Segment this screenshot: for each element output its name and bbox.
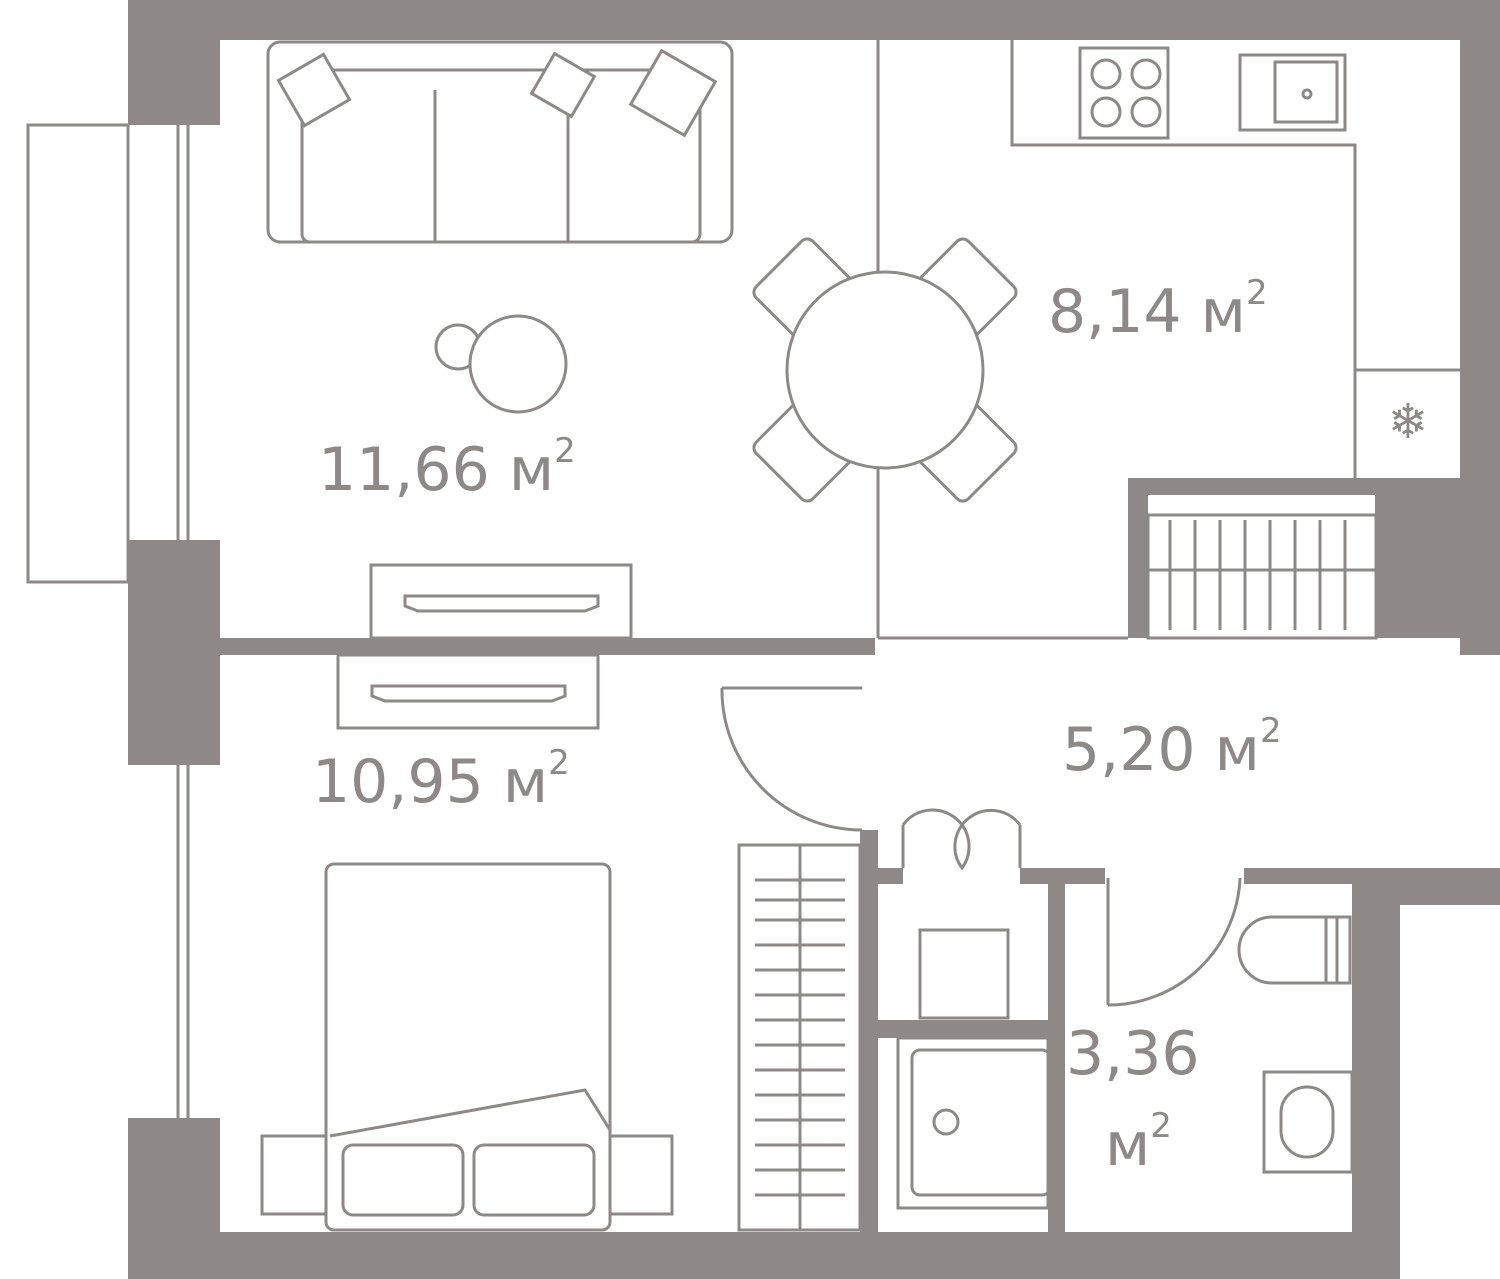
kitchen-counter bbox=[1010, 40, 1460, 478]
wardrobe-hall bbox=[1146, 513, 1378, 640]
area-label-bathroom-unit: м2 bbox=[1105, 1106, 1172, 1180]
coffee-table bbox=[468, 314, 568, 414]
shower bbox=[896, 1036, 1050, 1210]
area-label-bathroom: 3,36 bbox=[1066, 1019, 1200, 1089]
bed bbox=[260, 862, 674, 1232]
door-bedroom[interactable] bbox=[720, 687, 863, 832]
sink bbox=[1279, 1085, 1335, 1159]
door-bathroom[interactable] bbox=[1106, 877, 1242, 1007]
toilet bbox=[1237, 915, 1352, 985]
area-label-kitchen: 8,14 м2 bbox=[1048, 273, 1268, 347]
area-label-living-room: 11,66 м2 bbox=[318, 431, 576, 505]
fridge-snowflake-icon: ❄ bbox=[1388, 394, 1428, 450]
sink-counter bbox=[1262, 1070, 1354, 1174]
area-label-hallway: 5,20 м2 bbox=[1062, 711, 1282, 785]
door-laundry[interactable] bbox=[901, 808, 1022, 871]
tv-bedroom bbox=[370, 684, 567, 703]
windows bbox=[26, 123, 190, 1118]
area-label-bedroom: 10,95 м2 bbox=[312, 743, 570, 817]
washing-machine bbox=[918, 928, 1010, 1020]
tv-living bbox=[403, 594, 600, 613]
walls bbox=[128, 0, 1500, 1279]
sofa bbox=[266, 40, 734, 244]
wardrobe-bedroom bbox=[737, 843, 862, 1232]
dining-set bbox=[752, 237, 1018, 503]
